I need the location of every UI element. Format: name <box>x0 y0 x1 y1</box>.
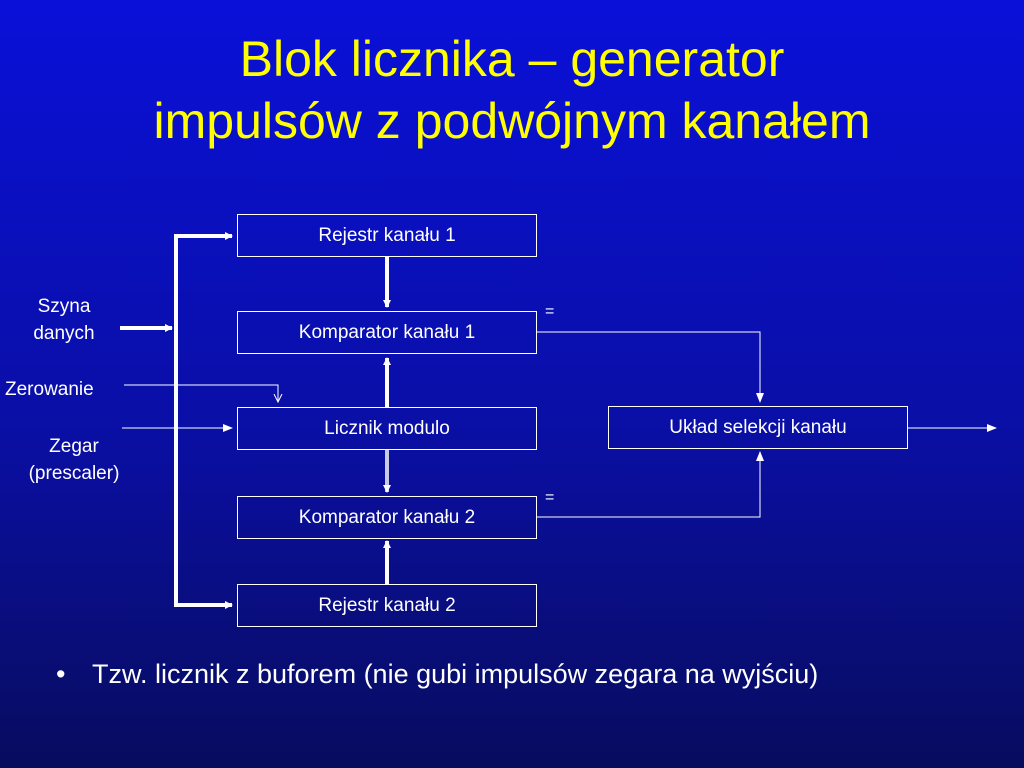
clock-label: Zegar (prescaler) <box>8 433 140 487</box>
reset-line <box>124 384 278 402</box>
equal-mark-2: = <box>545 489 555 506</box>
data-bus-label: Szyna danych <box>14 293 114 347</box>
clock-label-line-2: (prescaler) <box>28 463 120 484</box>
bullet-text: Tzw. licznik z buforem (nie gubi impulsó… <box>92 659 819 689</box>
selector-block: Układ selekcji kanału <box>608 406 908 449</box>
slide-title: Blok licznika – generator impulsów z pod… <box>0 28 1024 152</box>
counter-block: Licznik modulo <box>237 407 537 450</box>
register1-block: Rejestr kanału 1 <box>237 214 537 257</box>
title-line-2: impulsów z podwójnym kanałem <box>153 93 871 149</box>
data-bus-label-line-2: danych <box>33 323 95 344</box>
register2-block: Rejestr kanału 2 <box>237 584 537 627</box>
comparator2-to-selector <box>537 451 764 518</box>
comparator2-block: Komparator kanału 2 <box>237 496 537 539</box>
comparator1-block: Komparator kanału 1 <box>237 311 537 354</box>
title-line-1: Blok licznika – generator <box>239 31 785 87</box>
comparator1-to-selector <box>537 331 764 403</box>
bullet-marker: • <box>56 659 66 689</box>
equal-mark-1: = <box>545 303 555 320</box>
clock-label-line-1: Zegar <box>49 436 99 457</box>
reset-label: Zerowanie <box>5 379 94 400</box>
data-bus-label-line-1: Szyna <box>37 296 91 317</box>
bullet-item: • Tzw. licznik z buforem (nie gubi impul… <box>56 656 936 693</box>
